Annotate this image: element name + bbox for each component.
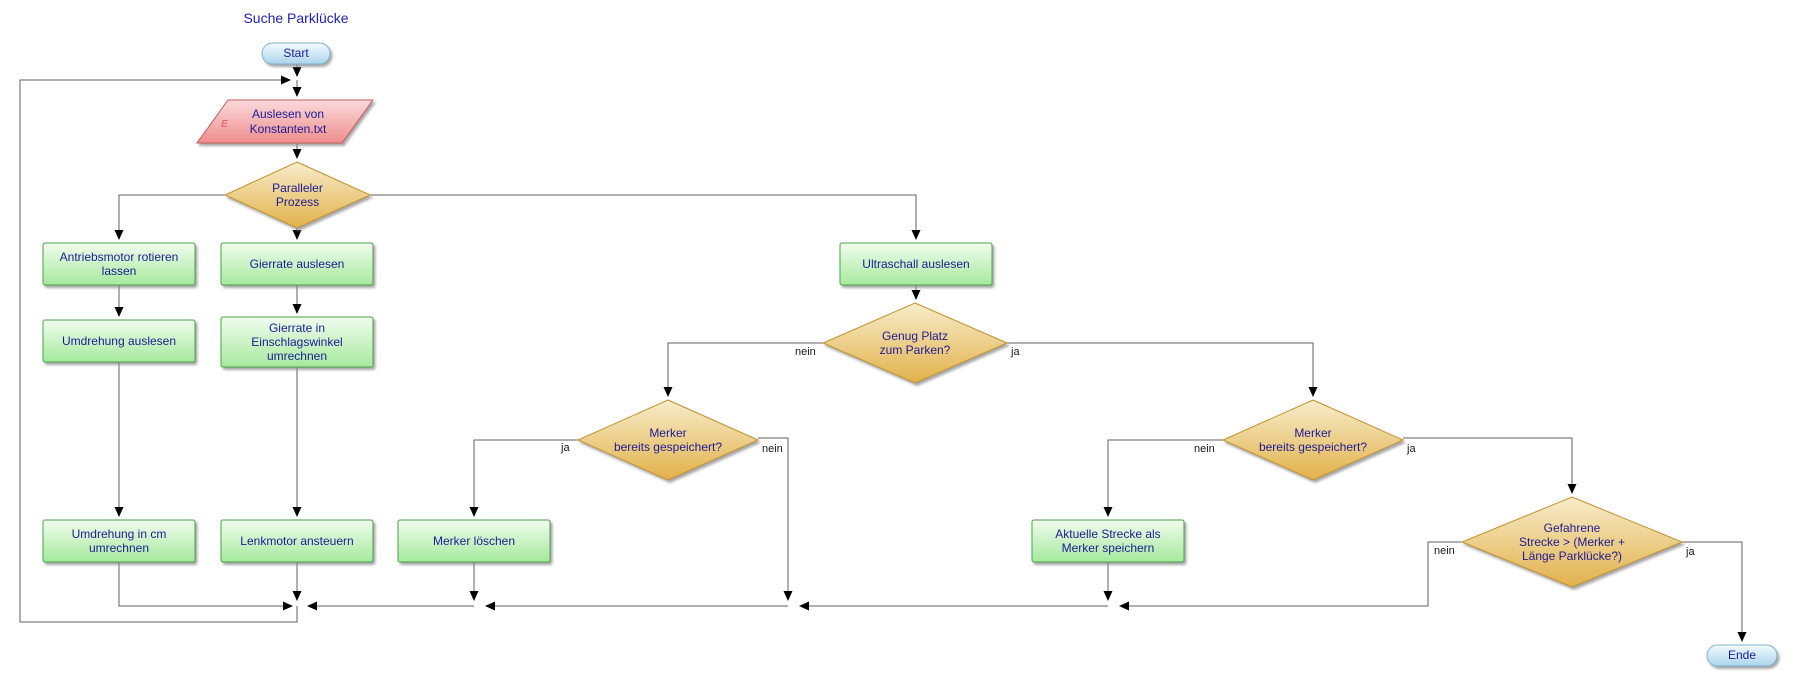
edge-marker-right-yes xyxy=(1403,437,1577,494)
node-parallel-process[interactable] xyxy=(223,161,372,229)
node-clear-marker[interactable] xyxy=(397,519,551,563)
node-marker-saved-right[interactable] xyxy=(1221,399,1405,481)
node-read-ultrasonic[interactable] xyxy=(839,242,993,286)
edge-enough-space-yes xyxy=(1007,342,1318,397)
diagram-title: Suche Parklücke xyxy=(243,10,349,26)
node-marker-saved-left[interactable] xyxy=(576,399,760,481)
nodes xyxy=(42,42,1778,667)
edge-distance-no-collect xyxy=(1119,541,1462,611)
edge-loop-back xyxy=(19,75,298,623)
node-read-rotation[interactable] xyxy=(42,319,196,363)
edge-marker-left-no xyxy=(758,437,793,601)
edges xyxy=(19,64,1747,642)
node-start[interactable] xyxy=(261,42,331,65)
edge-parallel-to-read-ultrasonic xyxy=(370,194,921,240)
node-steer-motor[interactable] xyxy=(220,519,374,563)
node-yaw-to-angle[interactable] xyxy=(220,316,374,368)
edge-distance-yes-to-end xyxy=(1682,541,1747,642)
node-read-constants[interactable] xyxy=(196,99,374,144)
node-drive-motor[interactable] xyxy=(42,242,196,286)
node-enough-space[interactable] xyxy=(821,302,1009,384)
edge-enough-space-no xyxy=(663,342,823,397)
edge-marker-left-yes xyxy=(469,439,578,517)
edge-rotation-cm-to-junction xyxy=(118,562,293,611)
node-read-yaw[interactable] xyxy=(220,242,374,286)
node-rotation-to-cm[interactable] xyxy=(42,519,196,563)
node-distance-check[interactable] xyxy=(1460,496,1684,588)
edge-marker-right-no xyxy=(1103,439,1223,517)
node-end[interactable] xyxy=(1706,644,1778,667)
node-save-marker[interactable] xyxy=(1031,519,1185,563)
edge-parallel-to-drive-motor xyxy=(114,194,225,240)
